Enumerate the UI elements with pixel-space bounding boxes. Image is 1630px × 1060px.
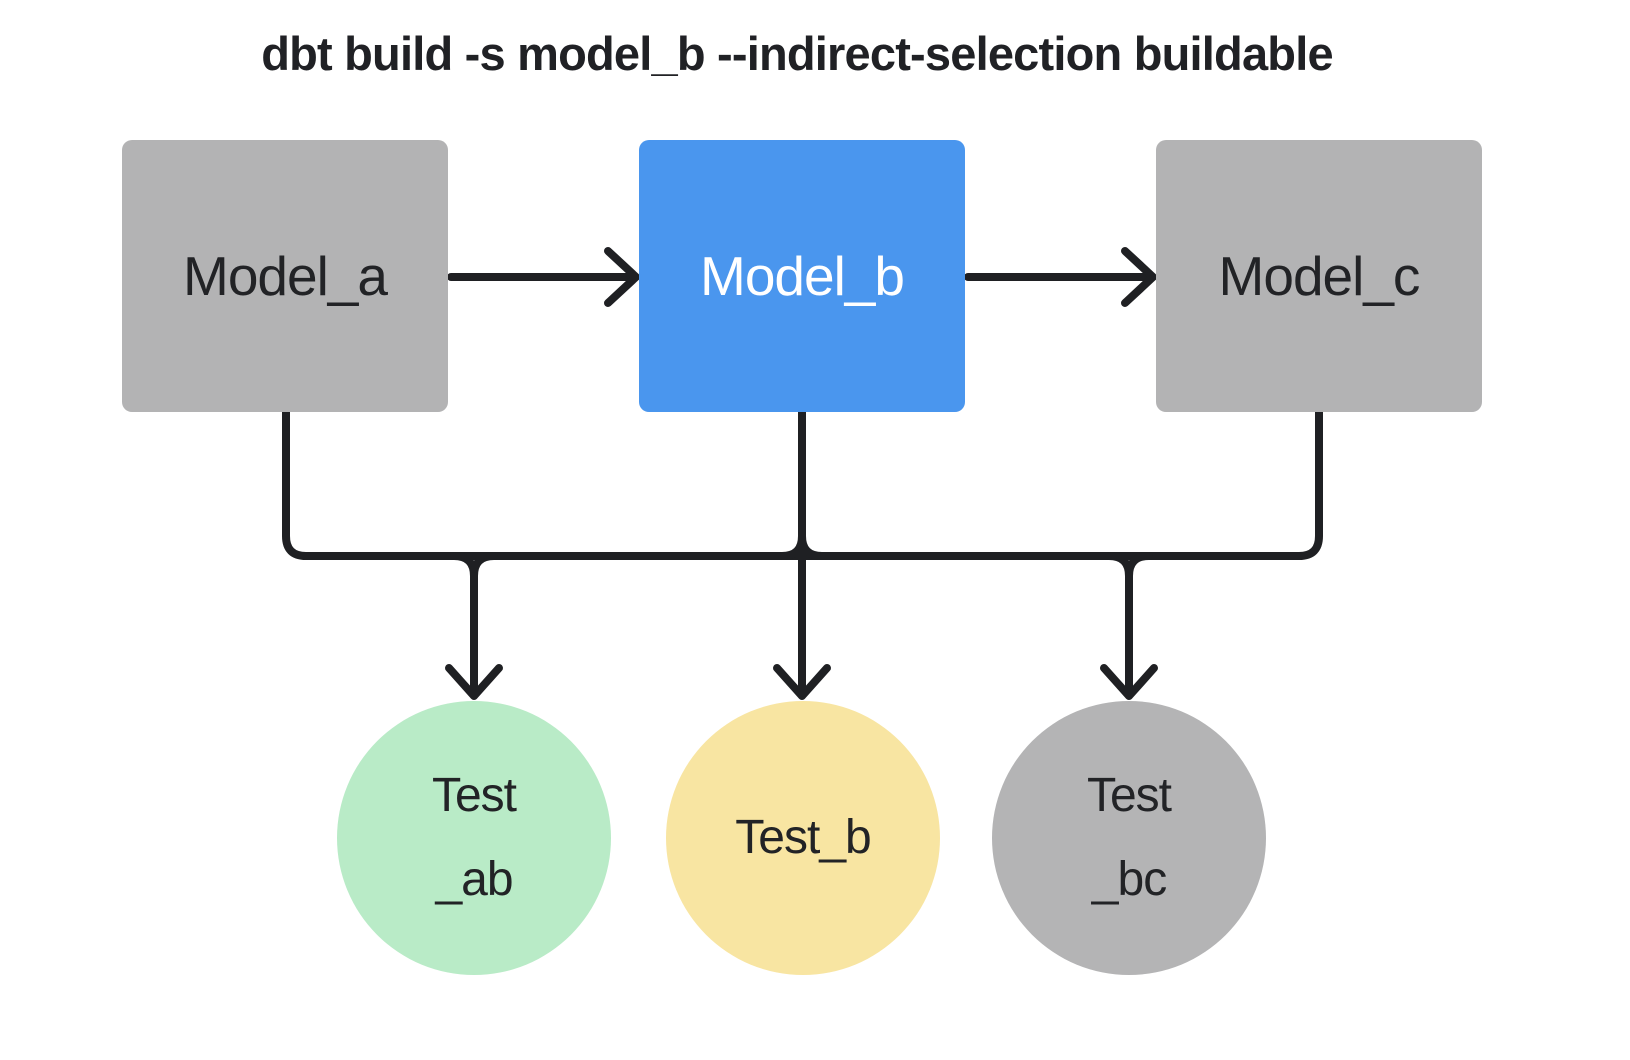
node-test-b-label: Test_b: [735, 811, 871, 864]
arrowhead-right-icon: [604, 247, 640, 307]
edge-model-b-to-model-c: [964, 247, 1157, 307]
edge-to-test-bc: [1100, 552, 1158, 700]
node-test-bc: Test _bc: [992, 701, 1266, 975]
node-test-ab-label-line1: Test: [431, 769, 517, 822]
edge-to-test-b: [773, 408, 831, 700]
node-test-bc-label-line2: _bc: [1091, 853, 1167, 906]
node-model-c: Model_c: [1156, 140, 1482, 412]
node-test-bc-label-line1: Test: [1086, 769, 1172, 822]
node-model-a: Model_a: [122, 140, 448, 412]
arrowhead-down-icon: [773, 664, 831, 700]
node-model-b-selected: Model_b: [639, 140, 965, 412]
node-test-b: Test_b: [666, 701, 940, 975]
arrowhead-down-icon: [1100, 664, 1158, 700]
merge-fillet-right: [1125, 552, 1153, 580]
diagram-title: dbt build -s model_b --indirect-selectio…: [261, 27, 1333, 80]
node-model-b-label: Model_b: [700, 245, 905, 307]
edge-to-test-ab: [445, 552, 503, 700]
edge-model-a-to-model-b: [447, 247, 640, 307]
arrowhead-down-icon: [445, 664, 503, 700]
merge-fillet-right: [470, 552, 498, 580]
node-model-a-label: Model_a: [183, 245, 388, 307]
node-model-c-label: Model_c: [1218, 245, 1421, 307]
arrowhead-right-icon: [1121, 247, 1157, 307]
node-test-ab: Test _ab: [337, 701, 611, 975]
node-test-ab-label-line2: _ab: [435, 853, 513, 906]
